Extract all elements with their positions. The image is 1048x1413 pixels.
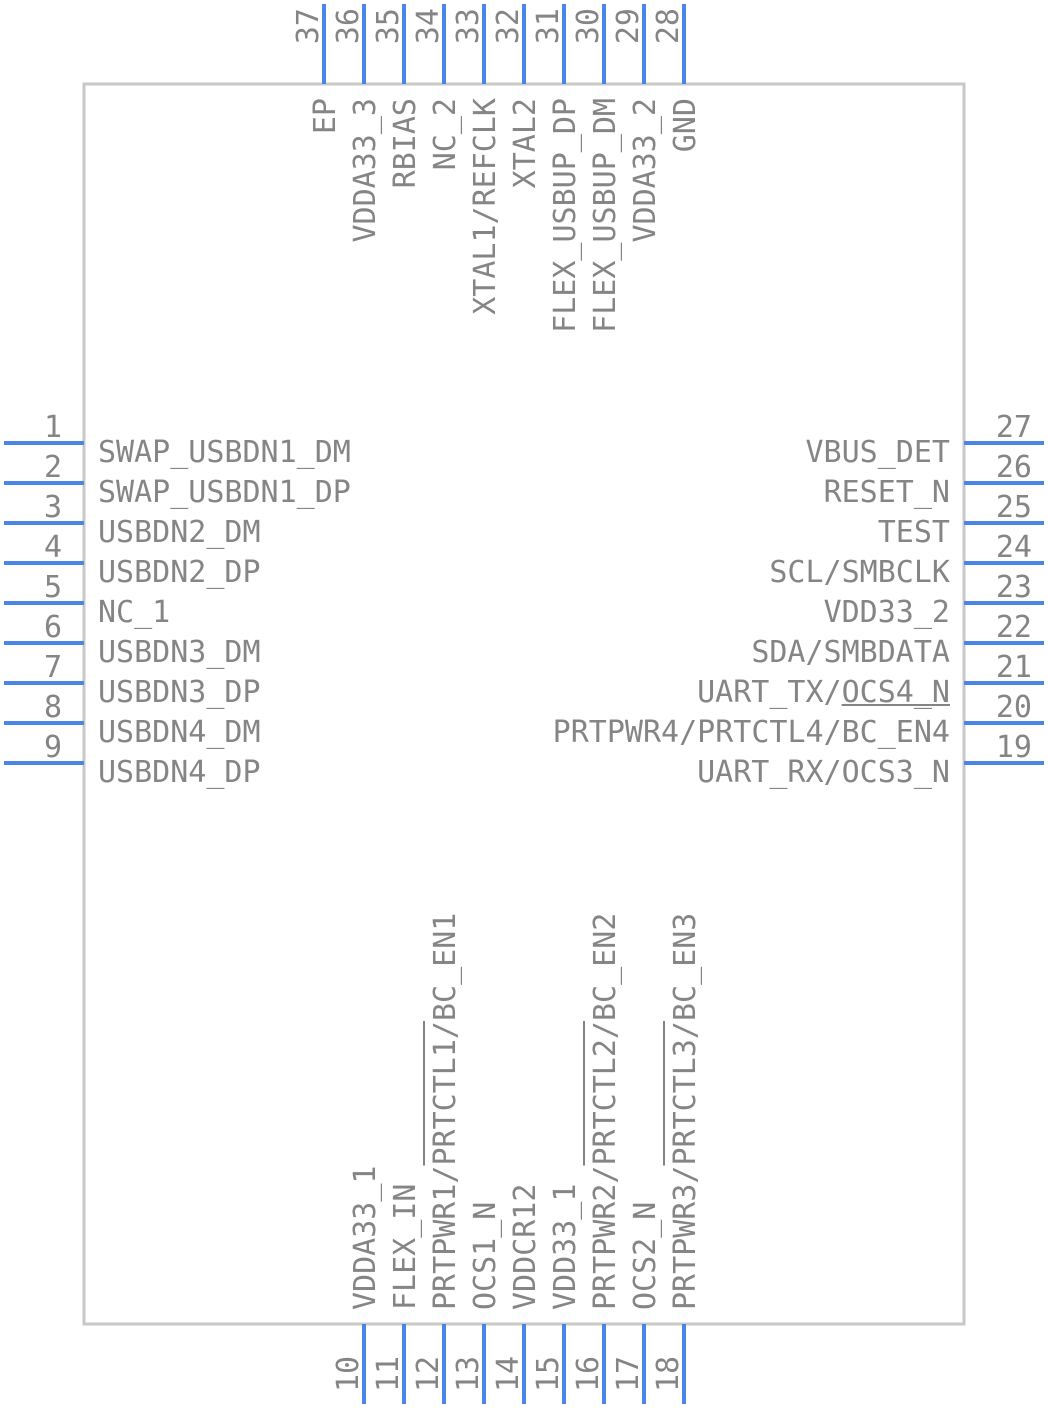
pin-label: SWAP_USBDN1_DP — [98, 475, 351, 510]
pin-number: 2 — [44, 450, 62, 485]
pin-number: 26 — [996, 450, 1032, 485]
pin-number: 1 — [44, 410, 62, 445]
pin-label: VBUS_DET — [806, 435, 951, 470]
pin-label: PRTPWR4/PRTCTL4/BC_EN4 — [553, 715, 950, 750]
pin-number: 19 — [996, 730, 1032, 765]
pin-number: 14 — [491, 1356, 526, 1392]
pin-number: 6 — [44, 610, 62, 645]
pin-label: PRTPWR3/PRTCTL3/BC_EN3 — [668, 913, 703, 1310]
pin-label: XTAL1/REFCLK — [468, 98, 503, 315]
pin-label: SCL/SMBCLK — [769, 555, 950, 590]
pin-number: 20 — [996, 690, 1032, 725]
pin-number: 36 — [331, 8, 366, 44]
pin-number: 4 — [44, 530, 62, 565]
pin-number: 32 — [491, 8, 526, 44]
pin-number: 25 — [996, 490, 1032, 525]
pin-number: 27 — [996, 410, 1032, 445]
pin-label: USBDN2_DP — [98, 555, 261, 590]
pin-label: FLEX_IN — [388, 1184, 423, 1310]
pin-label: SWAP_USBDN1_DM — [98, 435, 351, 470]
pin-number: 34 — [411, 8, 446, 44]
pin-label: USBDN2_DM — [98, 515, 261, 550]
pin-label: NC_2 — [428, 98, 463, 170]
pin-label: FLEX_USBUP_DM — [588, 98, 623, 333]
pin-label: FLEX_USBUP_DP — [548, 98, 583, 333]
pin-label: PRTPWR2/PRTCTL2/BC_EN2 — [588, 913, 623, 1310]
pin-label: VDD33_2 — [824, 595, 950, 630]
pin-number: 33 — [451, 8, 486, 44]
pin-label: OCS2_N — [628, 1202, 663, 1310]
pin-number: 35 — [371, 8, 406, 44]
pin-number: 29 — [611, 8, 646, 44]
pin-label: VDDA33_1 — [348, 1166, 383, 1311]
pin-label: XTAL2 — [508, 98, 543, 188]
pin-label: VDD33_1 — [548, 1184, 583, 1310]
pin-number: 17 — [611, 1356, 646, 1392]
pin-label: GND — [668, 98, 703, 152]
pin-number: 3 — [44, 490, 62, 525]
pin-number: 5 — [44, 570, 62, 605]
pin-number: 22 — [996, 610, 1032, 645]
pin-number: 9 — [44, 730, 62, 765]
pin-label: SDA/SMBDATA — [751, 635, 950, 670]
pin-label: EP — [308, 98, 343, 134]
pin-number: 13 — [451, 1356, 486, 1392]
pin-label: USBDN4_DP — [98, 755, 261, 790]
pin-label: USBDN4_DM — [98, 715, 261, 750]
pin-label: USBDN3_DM — [98, 635, 261, 670]
pin-number: 21 — [996, 650, 1032, 685]
pin-label: UART_RX/OCS3_N — [697, 755, 950, 790]
pin-label: RBIAS — [388, 98, 423, 188]
pin-number: 11 — [371, 1356, 406, 1392]
pin-label: RESET_N — [824, 475, 950, 510]
pin-label: OCS1_N — [468, 1202, 503, 1310]
pin-label: TEST — [878, 515, 950, 550]
pin-label: NC_1 — [98, 595, 170, 630]
pin-label: VDDA33_2 — [628, 98, 663, 243]
pin-number: 16 — [571, 1356, 606, 1392]
pin-number: 12 — [411, 1356, 446, 1392]
pin-number: 28 — [651, 8, 686, 44]
pin-number: 10 — [331, 1356, 366, 1392]
pin-label: PRTPWR1/PRTCTL1/BC_EN1 — [428, 913, 463, 1310]
pin-label: VDDA33_3 — [348, 98, 383, 243]
pin-number: 37 — [291, 8, 326, 44]
pin-number: 15 — [531, 1356, 566, 1392]
pin-number: 7 — [44, 650, 62, 685]
pin-number: 31 — [531, 8, 566, 44]
pin-number: 23 — [996, 570, 1032, 605]
pin-number: 30 — [571, 8, 606, 44]
pin-number: 18 — [651, 1356, 686, 1392]
pin-label: USBDN3_DP — [98, 675, 261, 710]
pin-number: 8 — [44, 690, 62, 725]
pin-number: 24 — [996, 530, 1032, 565]
pin-label: VDDCR12 — [508, 1184, 543, 1310]
